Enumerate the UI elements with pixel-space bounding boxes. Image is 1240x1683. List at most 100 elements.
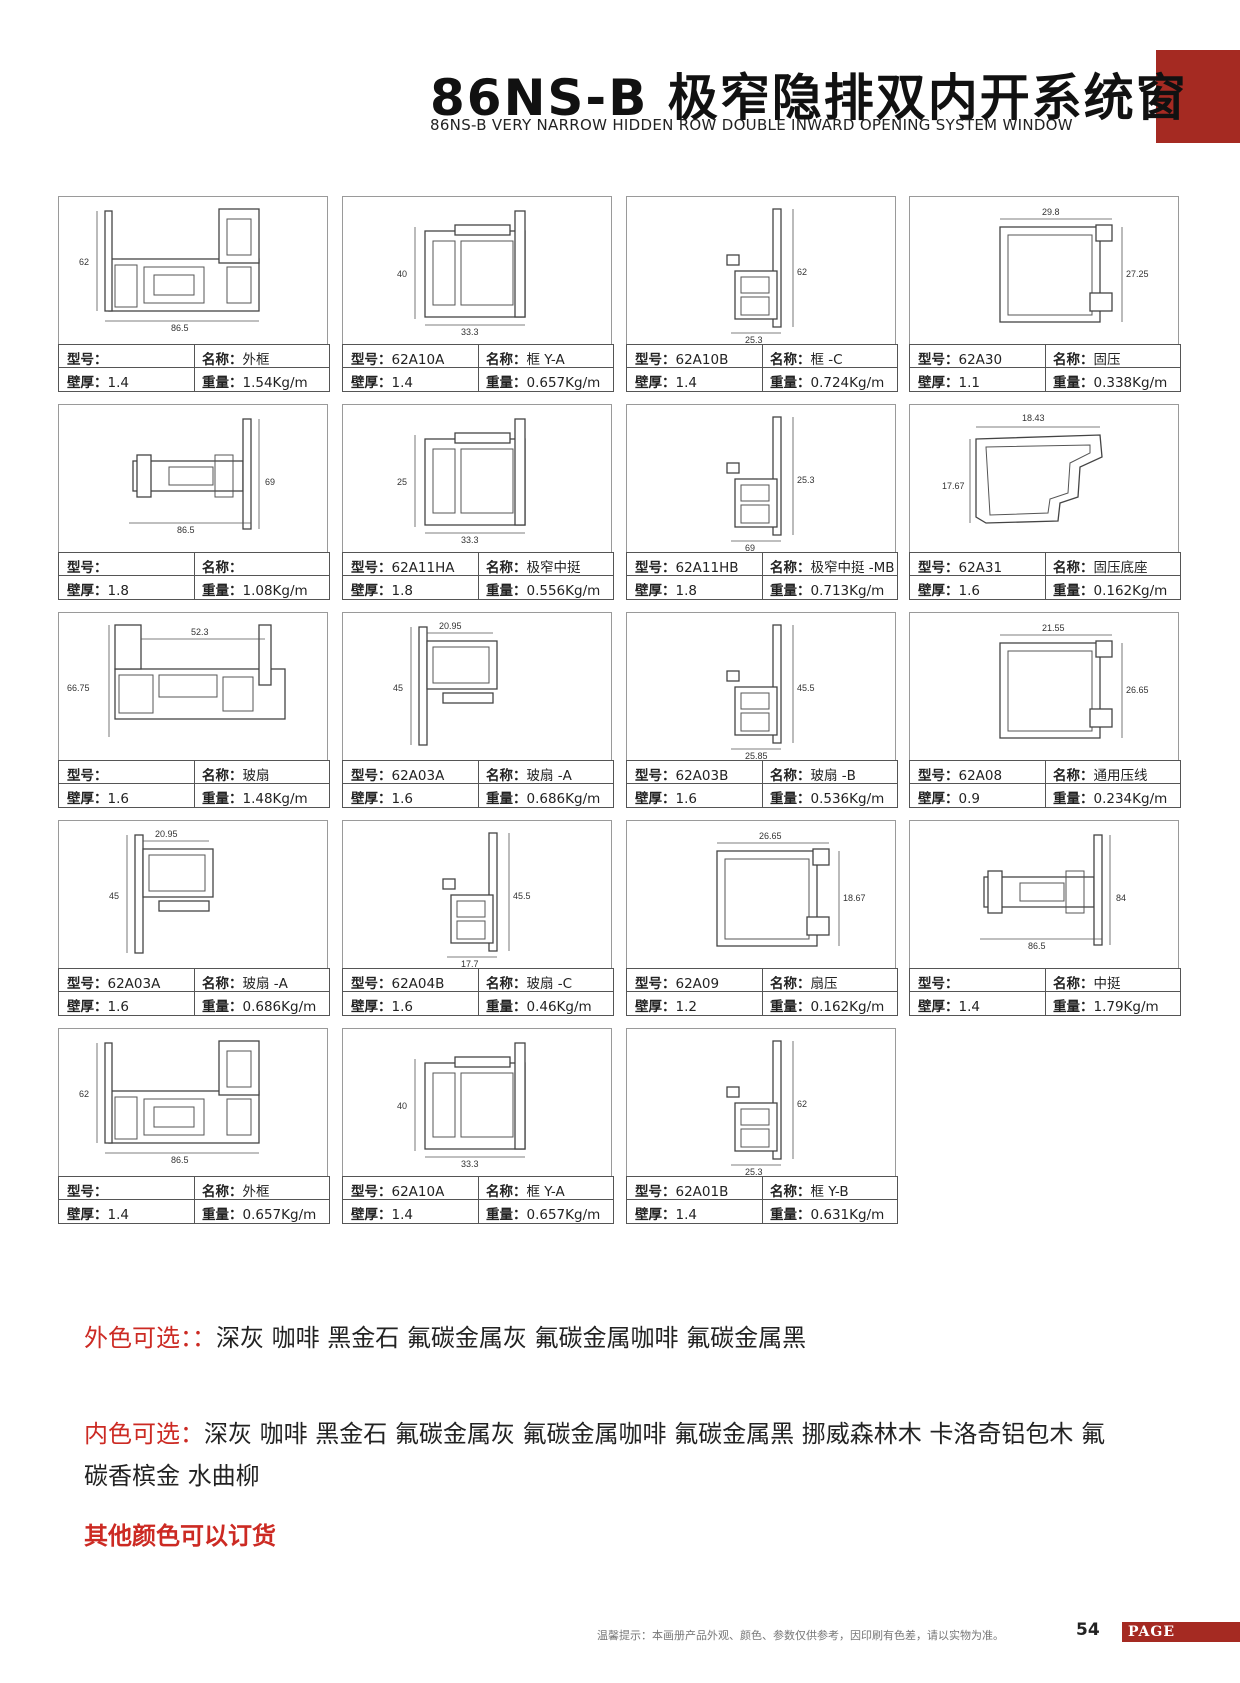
weight-label: 重量：	[486, 791, 527, 807]
name-cell: 名称：框 -C	[770, 348, 843, 368]
dim-height: 45.5	[513, 891, 531, 901]
thickness-cell: 壁厚：1.6	[67, 787, 129, 807]
model-label: 型号：	[67, 768, 108, 784]
thickness-value: 1.2	[675, 999, 697, 1015]
weight-cell: 重量：0.686Kg/m	[202, 995, 316, 1015]
model-label: 型号：	[918, 352, 959, 368]
thickness-value: 1.4	[391, 1207, 413, 1223]
model-label: 型号：	[635, 560, 676, 576]
weight-value: 0.657Kg/m	[526, 375, 601, 391]
weight-value: 0.556Kg/m	[526, 583, 601, 599]
thickness-cell: 壁厚：1.6	[351, 787, 413, 807]
name-label: 名称：	[1053, 768, 1094, 784]
weight-value: 0.686Kg/m	[242, 999, 317, 1015]
dim-height: 62	[79, 257, 89, 267]
thickness-label: 壁厚：	[918, 999, 959, 1015]
weight-value: 0.713Kg/m	[810, 583, 885, 599]
spec-column-divider	[762, 345, 763, 391]
spec-column-divider	[194, 1177, 195, 1223]
spec-column-divider	[762, 553, 763, 599]
weight-label: 重量：	[1053, 999, 1094, 1015]
weight-cell: 重量：1.08Kg/m	[202, 579, 308, 599]
spec-column-divider	[478, 553, 479, 599]
weight-value: 0.162Kg/m	[810, 999, 885, 1015]
dim-width: 33.3	[461, 1159, 479, 1169]
name-cell: 名称：固压	[1053, 348, 1121, 368]
profile-drawing-4: 86.569	[129, 418, 275, 535]
dim-height: 69	[265, 477, 275, 487]
thickness-label: 壁厚：	[635, 583, 676, 599]
inner-colors-line2: 碳香槟金 水曲柳	[84, 1456, 260, 1491]
profile-drawing-3: 29.827.25	[999, 207, 1149, 323]
name-cell: 名称：框 Y-A	[486, 348, 565, 368]
weight-cell: 重量：0.234Kg/m	[1053, 787, 1167, 807]
name-cell: 名称：中挺	[1053, 972, 1121, 992]
inner-colors: 内色可选：深灰 咖啡 黑金石 氟碳金属灰 氟碳金属咖啡 氟碳金属黑 挪威森林木 …	[84, 1414, 1105, 1449]
dim-width: 25.3	[745, 1167, 763, 1176]
thickness-value: 1.4	[107, 1207, 129, 1223]
dim-height: 25	[397, 477, 407, 487]
thickness-cell: 壁厚：0.9	[918, 787, 980, 807]
dim-width: 25.3	[745, 335, 763, 344]
name-value: 玻扇 -A	[242, 976, 288, 992]
thickness-label: 壁厚：	[918, 791, 959, 807]
thickness-value: 1.6	[391, 791, 413, 807]
dim-height: 18.67	[843, 893, 866, 903]
weight-value: 0.46Kg/m	[526, 999, 592, 1015]
model-label: 型号：	[351, 352, 392, 368]
weight-value: 0.338Kg/m	[1093, 375, 1168, 391]
weight-cell: 重量：0.724Kg/m	[770, 371, 884, 391]
dim-height: 66.75	[67, 683, 90, 693]
other-colors-note: 其他颜色可以订货	[84, 1522, 276, 1550]
name-value: 玻扇 -B	[810, 768, 856, 784]
spec-column-divider	[762, 969, 763, 1015]
weight-cell: 重量：0.556Kg/m	[486, 579, 600, 599]
weight-value: 0.536Kg/m	[810, 791, 885, 807]
spec-column-divider	[478, 1177, 479, 1223]
model-label: 型号：	[67, 352, 108, 368]
thickness-cell: 壁厚：1.4	[67, 371, 129, 391]
model-cell: 型号：62A31	[918, 556, 1002, 576]
weight-label: 重量：	[770, 583, 811, 599]
name-label: 名称：	[1053, 976, 1094, 992]
name-value: 框 Y-A	[526, 1184, 565, 1200]
thickness-label: 壁厚：	[67, 791, 108, 807]
dim-height: 84	[1116, 893, 1126, 903]
name-cell: 名称：扇压	[770, 972, 838, 992]
spec-column-divider	[478, 761, 479, 807]
thickness-cell: 壁厚：1.4	[918, 995, 980, 1015]
name-cell: 名称：框 Y-B	[770, 1180, 849, 1200]
spec-column-divider	[194, 761, 195, 807]
thickness-value: 0.9	[958, 791, 980, 807]
spec-column-divider	[478, 969, 479, 1015]
weight-cell: 重量：0.162Kg/m	[770, 995, 884, 1015]
weight-label: 重量：	[202, 583, 243, 599]
thickness-cell: 壁厚：1.2	[635, 995, 697, 1015]
thickness-label: 壁厚：	[635, 791, 676, 807]
name-cell: 名称：	[202, 556, 243, 576]
model-cell: 型号：62A03B	[635, 764, 728, 784]
dim-width: 86.5	[1028, 941, 1046, 951]
name-value: 玻扇 -A	[526, 768, 572, 784]
name-cell: 名称：框 Y-A	[486, 1180, 565, 1200]
